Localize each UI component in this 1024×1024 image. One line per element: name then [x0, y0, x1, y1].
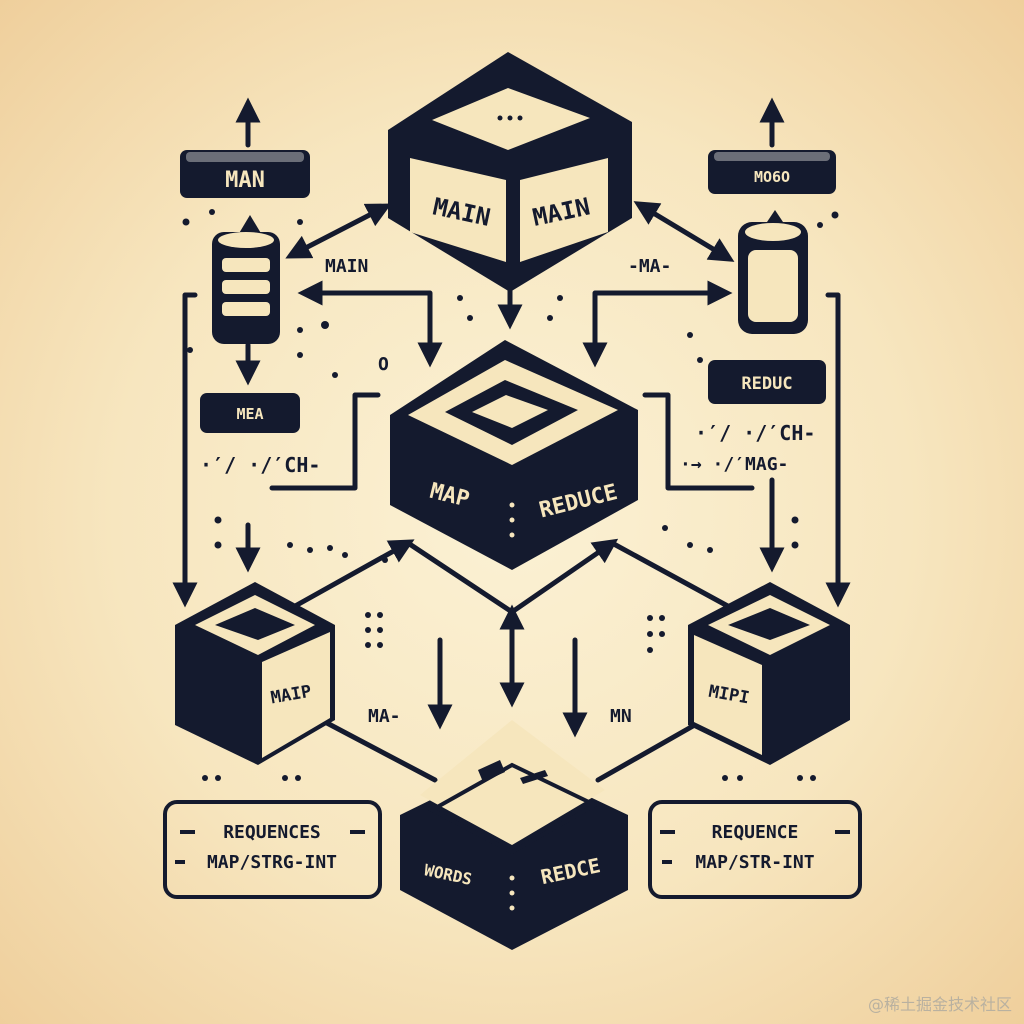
- svg-text:REDUC: REDUC: [741, 374, 792, 394]
- label-ma-right: -MA-: [628, 256, 671, 277]
- box-right-requence: REQUENCE MAP/STR-INT: [648, 800, 862, 899]
- label-mn-bottom: MN: [610, 706, 632, 727]
- right-database-icon: [738, 210, 808, 334]
- center-mapreduce-cube: MAP REDUCE: [390, 340, 638, 570]
- top-main-cube: MAIN MAIN: [388, 52, 632, 292]
- left-map-cube: MAIP: [175, 582, 335, 765]
- tag-mid-left: MEA: [200, 393, 300, 433]
- watermark: @稀土掘金技术社区: [868, 995, 1012, 1014]
- tag-top-left: MAN: [180, 150, 310, 198]
- decorative-dots: [182, 209, 839, 781]
- svg-text:REQUENCES: REQUENCES: [223, 822, 321, 843]
- bottom-reduce-cube: WORDS REDCE: [400, 720, 628, 950]
- label-ma-bottom: MA-: [368, 706, 401, 727]
- label-ch-left: ·′/ ·/′CH-: [200, 453, 320, 477]
- tag-mid-right: REDUC: [708, 360, 826, 404]
- svg-text:MO6O: MO6O: [754, 168, 790, 186]
- left-database-icon: [212, 215, 280, 344]
- label-mag-right: ·→ ·/′MAG-: [680, 454, 788, 475]
- label-o: O: [378, 354, 389, 375]
- connector-arrows: [172, 97, 851, 783]
- label-main: MAIN: [325, 256, 368, 277]
- tag-top-right: MO6O: [708, 150, 836, 194]
- label-ch-right: ·′/ ·/′CH-: [695, 421, 815, 445]
- svg-text:MAP/STR-INT: MAP/STR-INT: [695, 852, 814, 873]
- svg-text:REQUENCE: REQUENCE: [712, 822, 799, 843]
- box-left-requences: REQUENCES MAP/STRG-INT: [163, 800, 382, 899]
- svg-text:MAN: MAN: [225, 168, 265, 193]
- svg-text:MEA: MEA: [236, 405, 263, 423]
- right-map-cube: MIPI: [688, 582, 850, 765]
- svg-text:MAP/STRG-INT: MAP/STRG-INT: [207, 852, 337, 873]
